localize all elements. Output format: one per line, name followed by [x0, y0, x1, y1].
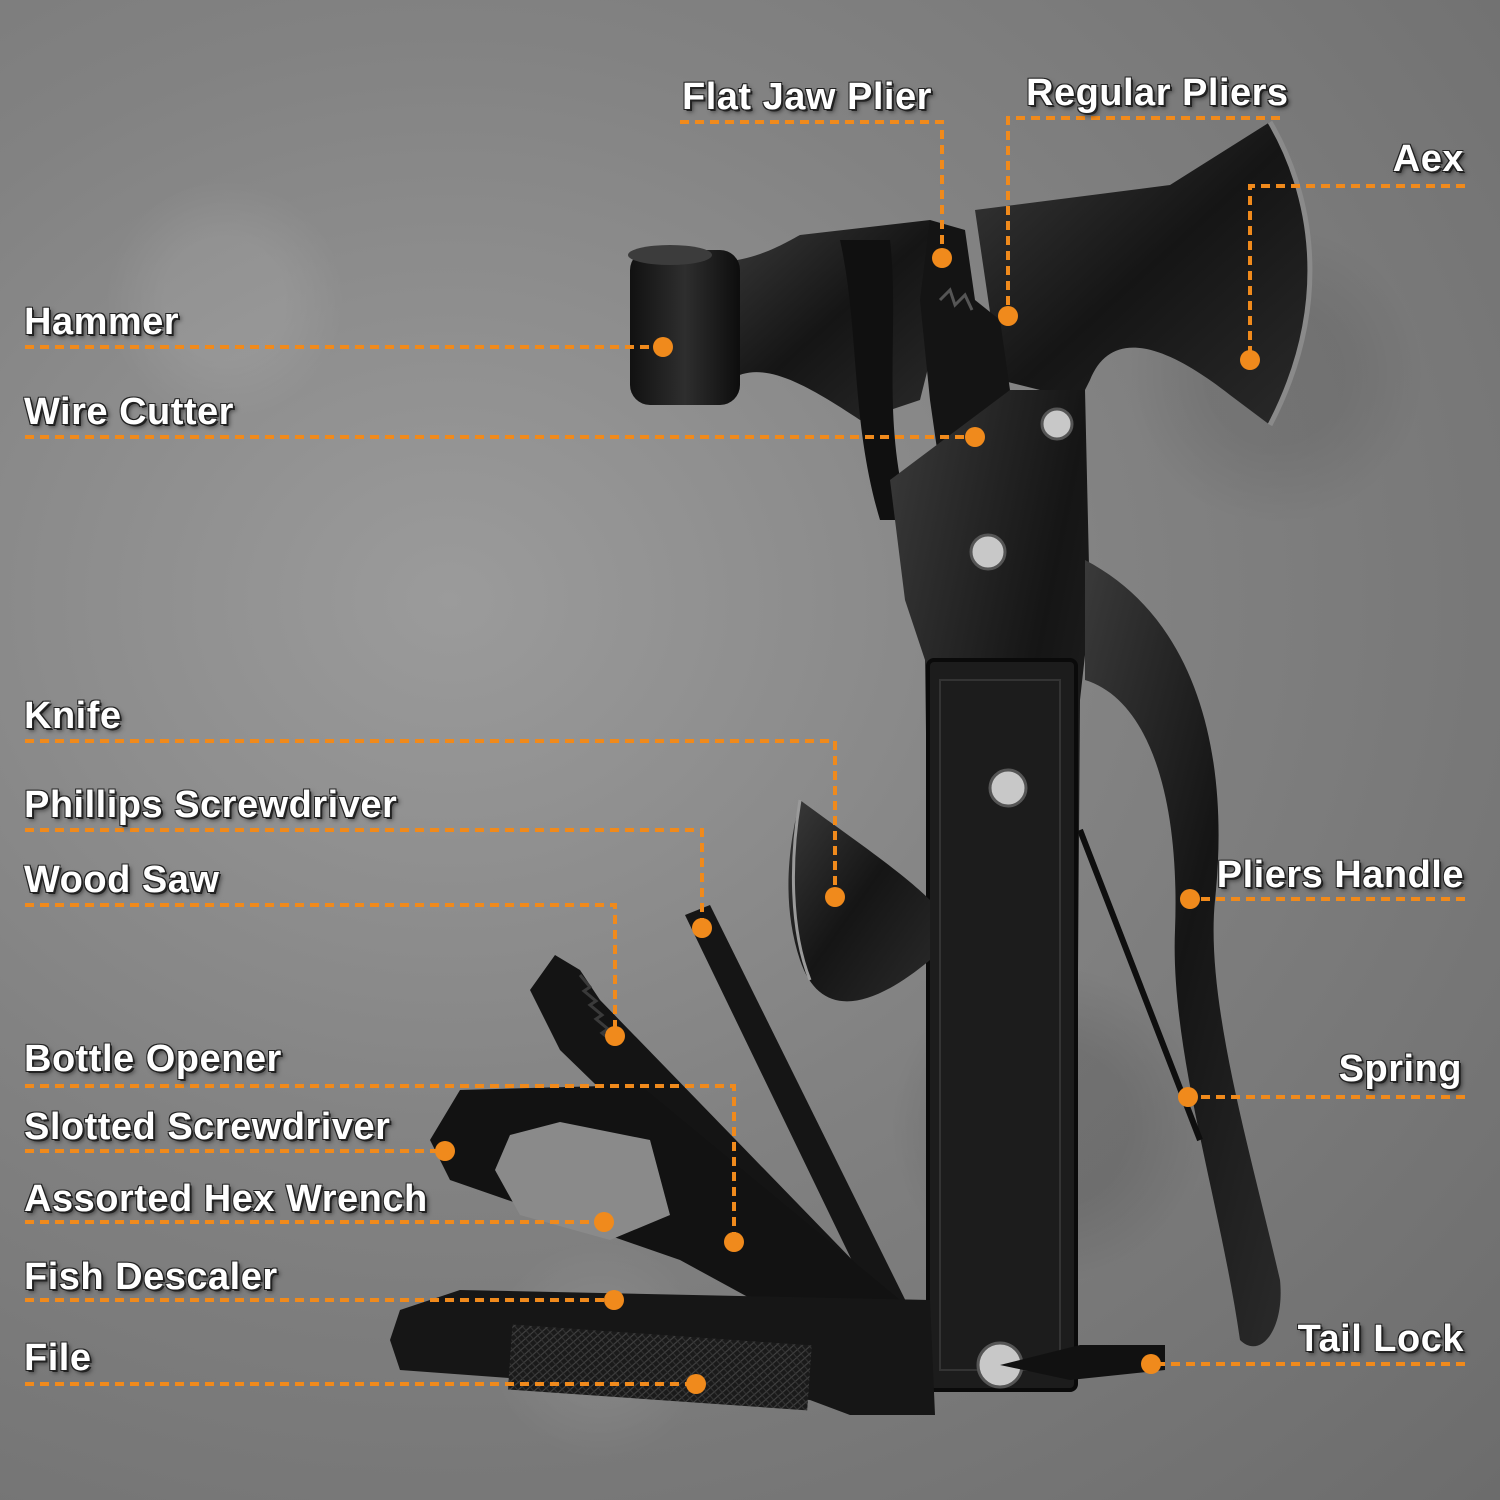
callout-dot — [1141, 1354, 1161, 1374]
callout-dot — [1178, 1087, 1198, 1107]
rivet — [969, 533, 1007, 571]
label-regular-pliers: Regular Pliers — [1026, 72, 1289, 114]
label-assorted-hex-wrench: Assorted Hex Wrench — [24, 1178, 428, 1220]
rivet — [1040, 407, 1074, 441]
phillips-blade — [685, 905, 930, 1360]
label-fish-descaler: Fish Descaler — [24, 1256, 278, 1298]
callout-dot — [965, 427, 985, 447]
label-tail-lock: Tail Lock — [1297, 1318, 1464, 1360]
axe-edge — [1267, 120, 1313, 427]
callout-dot — [1240, 350, 1260, 370]
callout-dot — [825, 887, 845, 907]
callout-dot — [932, 248, 952, 268]
label-pliers-handle: Pliers Handle — [1216, 854, 1464, 896]
leader-wood-saw — [25, 903, 617, 1036]
tail-lock — [1000, 1345, 1165, 1380]
leader-aex — [1248, 184, 1465, 360]
callout-dot — [435, 1141, 455, 1161]
knife-blade — [788, 800, 930, 1002]
label-knife: Knife — [24, 695, 122, 737]
leader-knife — [25, 739, 837, 897]
label-phillips-screwdriver: Phillips Screwdriver — [24, 784, 398, 826]
label-flat-jaw-plier: Flat Jaw Plier — [682, 76, 932, 118]
callout-dot — [1180, 889, 1200, 909]
callout-dot — [594, 1212, 614, 1232]
callout-dot — [604, 1290, 624, 1310]
leader-phillips — [25, 828, 704, 928]
label-wood-saw: Wood Saw — [24, 859, 220, 901]
label-wire-cutter: Wire Cutter — [24, 391, 234, 433]
label-aex: Aex — [1392, 138, 1464, 180]
side-plate — [926, 658, 1078, 1392]
label-slotted-screwdriver: Slotted Screwdriver — [24, 1106, 391, 1148]
callout-dot — [692, 918, 712, 938]
callout-dot — [998, 306, 1018, 326]
axe-head — [975, 122, 1310, 425]
callout-dot — [724, 1232, 744, 1252]
leader-bottle-opener — [25, 1084, 736, 1242]
callout-dot — [686, 1374, 706, 1394]
callout-dot — [653, 337, 673, 357]
label-spring: Spring — [1338, 1048, 1462, 1090]
label-hammer: Hammer — [24, 301, 180, 343]
file-texture — [507, 1324, 812, 1411]
leader-flat-jaw-plier — [680, 120, 944, 258]
hammer-face — [630, 250, 740, 405]
callout-dot — [605, 1026, 625, 1046]
rivet — [988, 768, 1028, 808]
label-bottle-opener: Bottle Opener — [24, 1038, 282, 1080]
spring — [1077, 828, 1203, 1142]
pliers-handle — [1085, 560, 1281, 1347]
label-file: File — [24, 1337, 92, 1379]
leader-regular-pliers — [1006, 116, 1280, 316]
